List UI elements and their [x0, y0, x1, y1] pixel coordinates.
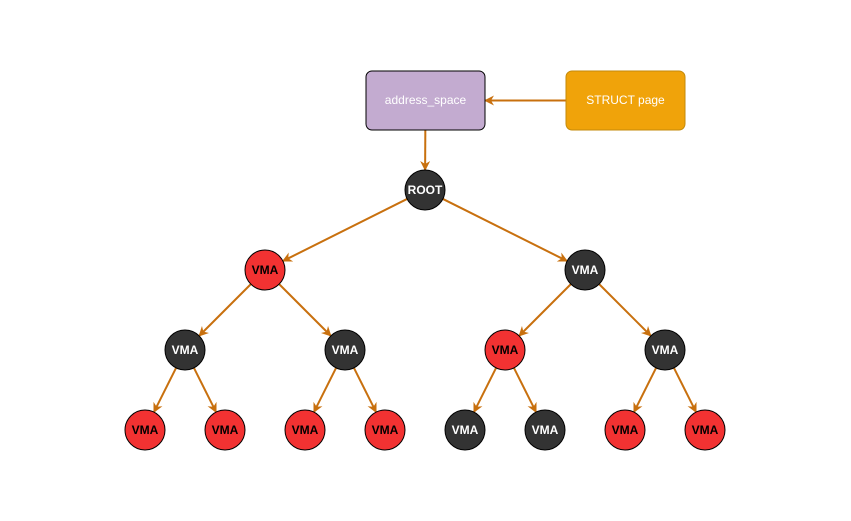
edge-l2a-to-l3a [153, 367, 177, 414]
edge-l2c-to-l3e [473, 367, 497, 414]
node-circle [364, 409, 406, 451]
node-label: VMA [252, 263, 279, 277]
edge-l2b-to-l3c [313, 367, 337, 414]
edge-l2d-to-l3h [673, 367, 697, 414]
node-label: VMA [212, 423, 239, 437]
vma-node-red[interactable]: VMA [124, 409, 166, 451]
edge-l2a-to-l3b [193, 367, 217, 414]
address-space-label: address_space [385, 93, 467, 107]
vma-node-black[interactable]: VMA [644, 329, 686, 371]
node-label: VMA [612, 423, 639, 437]
node-circle [564, 249, 606, 291]
vma-node-black[interactable]: VMA [444, 409, 486, 451]
vma-node-red[interactable]: VMA [484, 329, 526, 371]
node-label: VMA [172, 343, 199, 357]
edge-l2b-to-l3d [353, 367, 377, 414]
node-circle [244, 249, 286, 291]
edge-l1b-to-l2d [598, 283, 652, 337]
node-label: VMA [332, 343, 359, 357]
edge-root-to-l1b [442, 198, 569, 262]
edge-l1b-to-l2c [518, 283, 572, 337]
vma-node-red[interactable]: VMA [604, 409, 646, 451]
vma-node-red[interactable]: VMA [244, 249, 286, 291]
node-label: VMA [132, 423, 159, 437]
vma-node-red[interactable]: VMA [364, 409, 406, 451]
node-label: VMA [372, 423, 399, 437]
node-circle [644, 329, 686, 371]
struct-page-label: STRUCT page [586, 93, 665, 107]
address-space-box[interactable]: address_space [365, 70, 486, 131]
vma-node-red[interactable]: VMA [204, 409, 246, 451]
node-circle [484, 329, 526, 371]
vma-node-red[interactable]: VMA [684, 409, 726, 451]
vma-node-black[interactable]: VMA [564, 249, 606, 291]
node-circle [604, 409, 646, 451]
node-circle [444, 409, 486, 451]
node-label: ROOT [408, 183, 443, 197]
node-circle [284, 409, 326, 451]
vma-node-black[interactable]: VMA [324, 329, 366, 371]
vma-node-black[interactable]: VMA [164, 329, 206, 371]
root-node[interactable]: ROOT [404, 169, 446, 211]
edges [153, 95, 697, 414]
edge-root-to-l1a [281, 198, 408, 262]
tree-nodes: ROOT VMA VMA VMA VMA VMA VMA VMA VMA VMA VMA VMA VMA… [124, 169, 726, 451]
node-circle [124, 409, 166, 451]
node-label: VMA [492, 343, 519, 357]
node-label: VMA [532, 423, 559, 437]
edge-l2c-to-l3f [513, 367, 537, 414]
node-label: VMA [572, 263, 599, 277]
vma-node-red[interactable]: VMA [284, 409, 326, 451]
node-label: VMA [692, 423, 719, 437]
struct-page-box[interactable]: STRUCT page [565, 70, 686, 131]
edge-l2d-to-l3g [633, 367, 657, 414]
node-circle [404, 169, 446, 211]
vma-node-black[interactable]: VMA [524, 409, 566, 451]
node-label: VMA [452, 423, 479, 437]
edge-l1a-to-l2b [278, 283, 332, 337]
node-circle [684, 409, 726, 451]
node-label: VMA [292, 423, 319, 437]
node-circle [524, 409, 566, 451]
edge-l1a-to-l2a [198, 283, 252, 337]
node-label: VMA [652, 343, 679, 357]
node-circle [164, 329, 206, 371]
node-circle [324, 329, 366, 371]
node-circle [204, 409, 246, 451]
